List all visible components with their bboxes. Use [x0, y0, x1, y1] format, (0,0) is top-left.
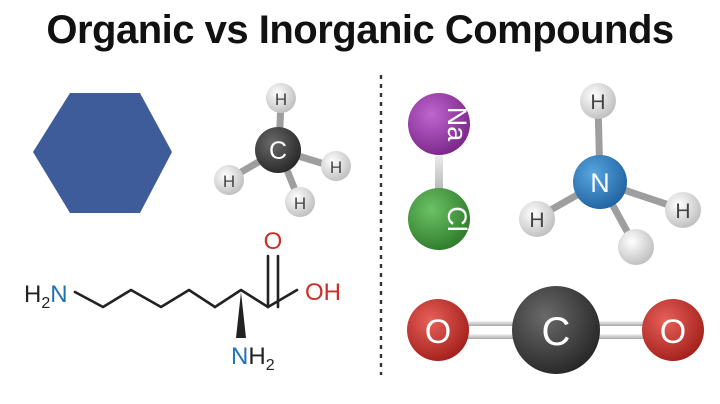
hydrogen-atom: H	[665, 192, 701, 228]
carbon-dioxide-molecule: O C O	[407, 286, 704, 374]
atom-label: O	[425, 313, 451, 351]
atom-label: H	[223, 172, 235, 191]
hydrogen-atom: H	[519, 201, 555, 237]
carbon-atom: C	[255, 127, 301, 173]
oxygen-atom: O	[407, 299, 469, 361]
amine-end-label: H2N	[24, 281, 68, 312]
methane-molecule: H H H C H	[214, 83, 351, 217]
alpha-amine-label: NH2	[231, 343, 275, 374]
hydrogen-atom: H	[214, 165, 244, 195]
atom-label: C	[542, 310, 571, 354]
nitrogen-atom: N	[573, 155, 627, 209]
atom-label: H	[590, 91, 605, 114]
ammonia-molecule: H H H N	[519, 83, 701, 265]
hydrogen-atom: H	[580, 83, 616, 119]
atom-label: H	[529, 209, 544, 232]
carbon-atom: C	[512, 286, 600, 374]
carbonyl-oxygen-label: O	[264, 228, 283, 255]
hexagon-shape	[33, 93, 172, 213]
page-title: Organic vs Inorganic Compounds	[46, 8, 674, 52]
hydroxyl-label: OH	[305, 279, 341, 306]
oxygen-atom: O	[642, 299, 704, 361]
sodium-atom: Na	[408, 93, 472, 155]
chlorine-atom: Cl	[408, 188, 472, 250]
hydrogen-atom: H	[321, 151, 351, 181]
atom-label: H	[275, 90, 287, 109]
atom-label: O	[660, 313, 686, 351]
lysine-structure: H2N O OH NH2	[24, 228, 341, 374]
hydrogen-atom: H	[285, 187, 315, 217]
atom-label: C	[269, 137, 287, 165]
atom-label: H	[294, 194, 306, 213]
sodium-chloride-molecule: Na Cl	[408, 93, 472, 250]
hydrogen-atom	[618, 229, 654, 265]
atom-label: Na	[442, 107, 472, 142]
atom-label: H	[675, 200, 690, 223]
atom-label: H	[330, 158, 342, 177]
hydrogen-atom: H	[266, 83, 296, 113]
atom-label: N	[590, 168, 610, 198]
atom-label: Cl	[442, 206, 472, 232]
